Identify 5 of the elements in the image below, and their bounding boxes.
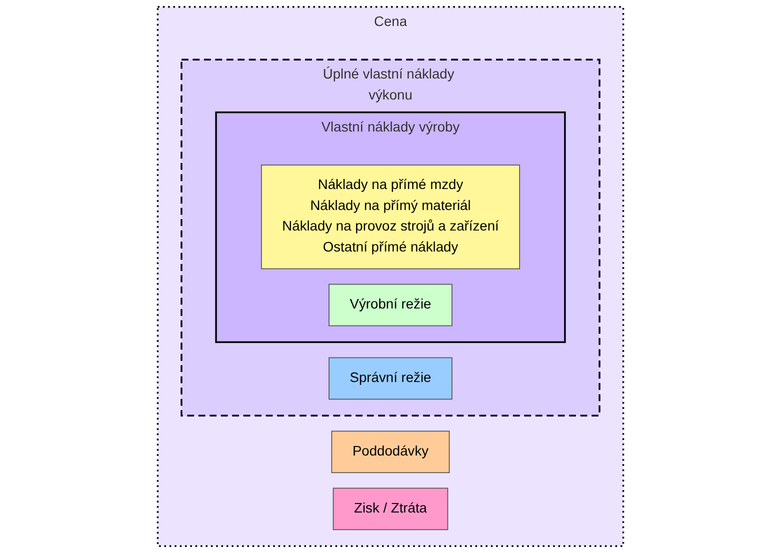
node-box: Správní režie (328, 357, 452, 400)
node-box: Náklady na přímé mzdy Náklady na přímý materiál Náklady na provoz strojů a zařízení Ostatní přímé náklady (260, 164, 520, 270)
node-box: Poddodávky (331, 430, 450, 474)
node-box: Výrobní režie (328, 284, 452, 326)
node-box: Zisk / Ztráta (332, 488, 448, 530)
